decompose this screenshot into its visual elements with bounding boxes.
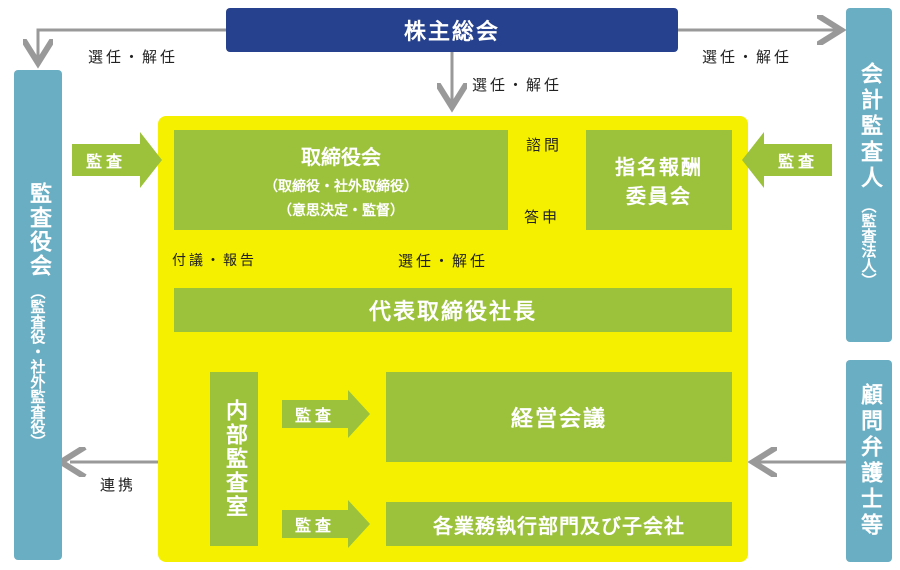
answer-label: 答申	[524, 208, 561, 226]
arrow-top-left	[38, 28, 226, 60]
elect-left-label: 選任・解任	[88, 48, 179, 66]
elect-right-label: 選任・解任	[702, 48, 793, 66]
audit-board-box: 監査役会 （監査役・社外監査役）	[14, 70, 62, 560]
audit-board-title: 監査役会	[26, 181, 51, 278]
legal-advisor-title: 顧問弁護士等	[857, 383, 882, 539]
coop-label: 連携	[100, 476, 137, 494]
audit-arrow-mgmt	[282, 390, 370, 438]
audit-label-right: 監査	[777, 152, 818, 171]
accounting-auditor-title: 会計監査人	[857, 62, 882, 192]
management-meeting-box: 経営会議	[386, 372, 732, 462]
audit-label-mgmt: 監査	[294, 406, 335, 425]
internal-audit-title: 内部監査室	[222, 399, 247, 519]
board-line1: （取締役・社外取締役）	[264, 178, 418, 195]
accounting-auditor-sub: （監査法人）	[859, 198, 878, 288]
committee-line2: 委員会	[626, 184, 692, 208]
shareholders-meeting-box: 株主総会	[226, 8, 678, 52]
management-meeting-title: 経営会議	[510, 407, 607, 432]
president-title: 代表取締役社長	[368, 300, 537, 325]
audit-arrow-right	[742, 132, 832, 188]
board-of-directors-box: 取締役会 （取締役・社外取締役） （意思決定・監督）	[174, 130, 508, 230]
elect-center-label: 選任・解任	[472, 76, 563, 94]
audit-label-left: 監査	[85, 152, 126, 171]
audit-arrow-left	[72, 132, 162, 188]
legal-advisor-box: 顧問弁護士等	[846, 360, 892, 562]
internal-audit-box: 内部監査室	[210, 372, 258, 546]
divisions-title: 各業務執行部門及び子会社	[433, 513, 685, 538]
accounting-auditor-box: 会計監査人 （監査法人）	[846, 8, 892, 342]
audit-arrow-div	[282, 500, 370, 548]
audit-board-sub: （監査役・社外監査役）	[28, 283, 47, 449]
shareholders-meeting-title: 株主総会	[403, 20, 500, 45]
inquiry-label: 諮問	[526, 136, 563, 154]
nomination-committee-box: 指名報酬 委員会	[586, 130, 732, 230]
elect-president-label: 選任・解任	[398, 252, 489, 270]
president-box: 代表取締役社長	[174, 288, 732, 332]
committee-line1: 指名報酬	[615, 155, 703, 179]
audit-label-div: 監査	[294, 516, 335, 535]
report-label: 付議・報告	[172, 253, 257, 269]
board-line2: （意思決定・監督）	[278, 202, 404, 219]
divisions-box: 各業務執行部門及び子会社	[386, 502, 732, 546]
board-title: 取締役会	[301, 144, 381, 169]
